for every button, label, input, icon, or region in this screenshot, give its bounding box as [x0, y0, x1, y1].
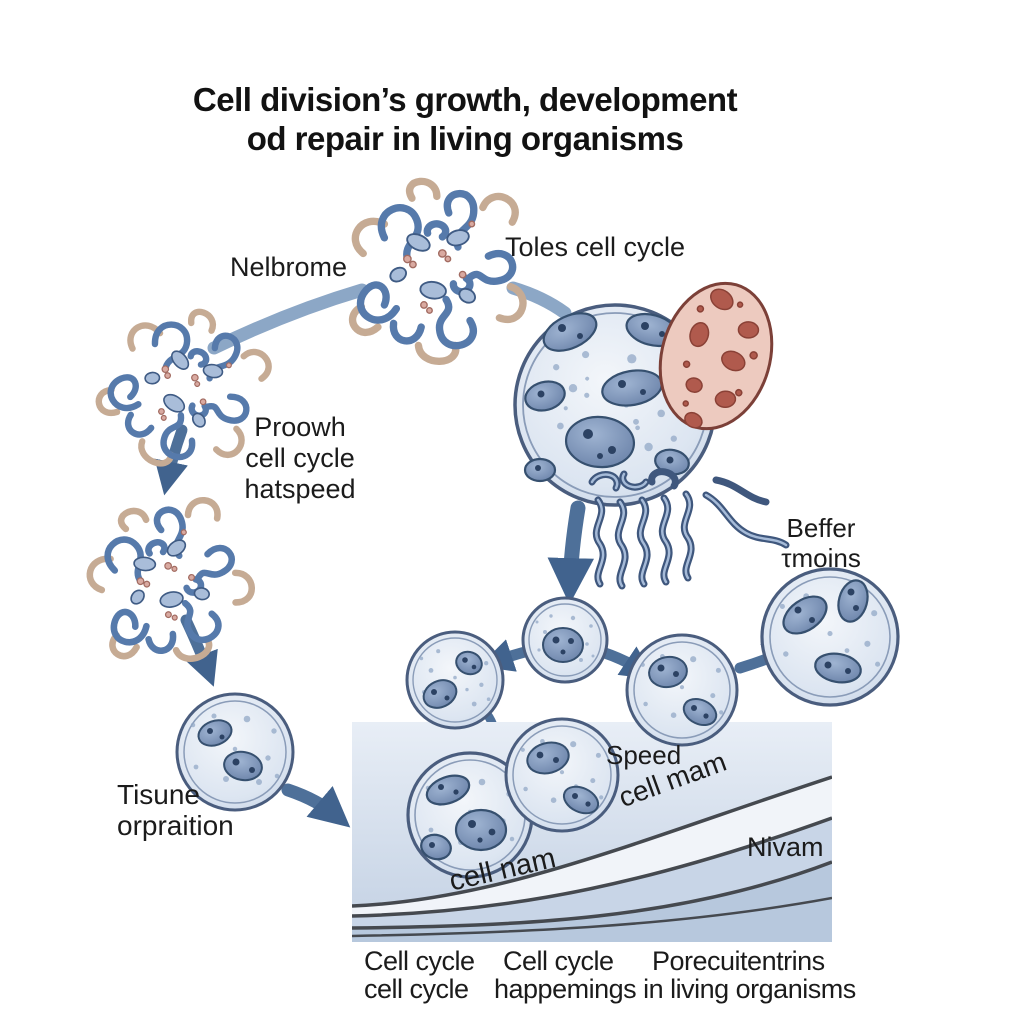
arrow-tisune-to-chart [281, 783, 351, 828]
cell-two-nuclei-right [625, 633, 739, 747]
chromosome-cluster-left-upper [84, 288, 284, 492]
cell-tisune [175, 692, 295, 812]
chart-curve-3 [352, 860, 832, 930]
chart-curve-4 [352, 896, 832, 938]
chromosome-cluster-top [353, 181, 523, 361]
cell-two-nuclei-left [405, 630, 505, 730]
daughter-cells [175, 567, 900, 879]
chart-band-medium [352, 818, 832, 928]
chromosome-cluster-left-lower [71, 481, 269, 684]
cell-three-nuclei-beffer [760, 567, 900, 707]
cell-in-chart-left [406, 751, 534, 879]
red-spotted-organelle [658, 281, 774, 431]
cell-in-chart-right [504, 717, 620, 833]
arrow-largecell-down [547, 500, 595, 605]
chart-band-bottom [352, 862, 832, 942]
chromatin-threads [588, 468, 790, 590]
cell-single-nucleus [521, 596, 609, 684]
chart-curve-1 [352, 775, 832, 908]
chart-curve-2 [352, 816, 832, 918]
